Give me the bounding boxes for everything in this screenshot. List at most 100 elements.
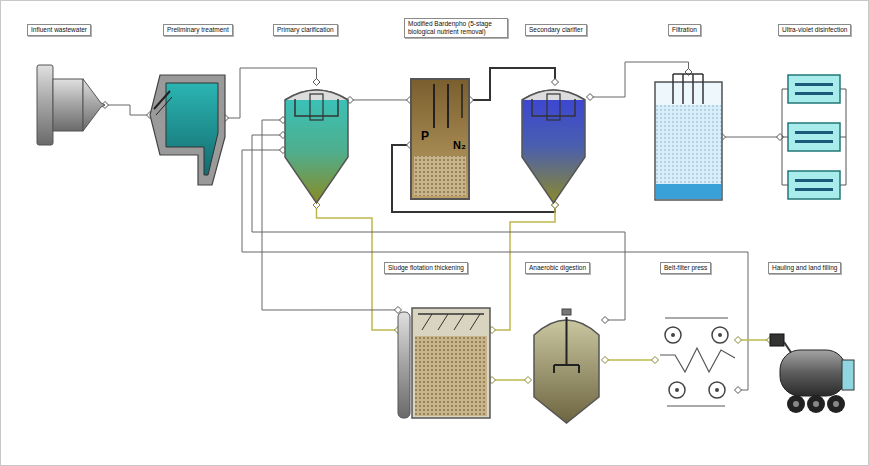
- zone-label: P: [421, 130, 429, 142]
- pipe-line: [350, 99, 410, 100]
- pipe-line: [492, 379, 528, 381]
- pipe-line: [722, 137, 780, 138]
- graphic-part: [566, 317, 568, 365]
- graphic-part: [807, 395, 825, 413]
- unit-illustration: [655, 310, 738, 410]
- graphic-part: [656, 83, 721, 105]
- graphic-part: [418, 313, 484, 315]
- unit-illustration: [398, 300, 492, 420]
- junction-marker: [735, 387, 742, 394]
- pipe-connector: [735, 337, 774, 344]
- graphic-part: [675, 388, 679, 392]
- unit-illustration: [35, 65, 105, 145]
- graphic-part: [285, 90, 348, 100]
- graphic-part: [795, 188, 833, 191]
- unit-illustration: [410, 78, 470, 200]
- graphic-part: [780, 350, 846, 396]
- graphic-part: [150, 75, 225, 185]
- graphic-part: [795, 83, 833, 86]
- graphic-part: [682, 74, 684, 104]
- graphic-part: [547, 94, 560, 120]
- graphic-part: [665, 327, 681, 343]
- graphic-part: [166, 83, 218, 175]
- graphic-part: [660, 348, 735, 372]
- graphic-part: [671, 333, 675, 337]
- junction-marker: [602, 317, 609, 324]
- graphic-part: [788, 171, 840, 199]
- process-unit: Influent wastewater: [35, 65, 105, 145]
- graphic-part: [438, 314, 448, 330]
- graphic-part: [788, 75, 840, 103]
- graphic-part: [833, 401, 839, 407]
- graphic-part: [154, 91, 170, 109]
- graphic-part: [715, 388, 719, 392]
- graphic-part: [310, 94, 323, 120]
- unit-illustration: [770, 320, 855, 420]
- graphic-part: [83, 79, 105, 131]
- pipe-line: [105, 105, 150, 115]
- graphic-part: [461, 84, 463, 118]
- graphic-part: [454, 314, 464, 330]
- graphic-part: [787, 395, 805, 413]
- junction-marker: [587, 94, 594, 101]
- junction-marker: [313, 79, 320, 86]
- graphic-part: [398, 312, 410, 418]
- graphic-part: [433, 84, 435, 128]
- pipe-connector: [719, 134, 784, 141]
- pipe-connector: [347, 96, 414, 103]
- graphic-part: [672, 74, 674, 104]
- pipe-connector: [602, 356, 659, 363]
- stage-heading: Preliminary treatment: [163, 24, 233, 36]
- graphic-part: [554, 364, 579, 366]
- stage-heading: Ultra-violet disinfection: [778, 24, 851, 36]
- stage-heading: Belt-filter press: [660, 262, 711, 274]
- junction-marker: [552, 79, 559, 86]
- pipe-line: [738, 339, 770, 341]
- graphic-part: [793, 401, 799, 407]
- unit-illustration: [520, 82, 590, 205]
- graphic-part: [718, 333, 722, 337]
- unit-illustration: [655, 72, 722, 200]
- graphic-part: [578, 365, 580, 373]
- graphic-part: [795, 140, 833, 143]
- graphic-part: [295, 99, 338, 116]
- process-unit: Primary clarification: [283, 82, 350, 205]
- graphic-part: [553, 365, 555, 373]
- graphic-part: [709, 382, 725, 398]
- graphic-part: [813, 401, 819, 407]
- unit-illustration: [528, 305, 605, 425]
- unit-illustration: [283, 82, 350, 205]
- graphic-part: [656, 184, 721, 199]
- zone-label: N₂: [453, 140, 466, 151]
- process-unit: Preliminary treatment: [150, 75, 225, 185]
- graphic-part: [562, 309, 571, 315]
- graphic-part: [53, 79, 83, 131]
- graphic-part: [522, 90, 585, 100]
- graphic-part: [692, 74, 694, 104]
- graphic-part: [37, 65, 53, 145]
- graphic-part: [285, 90, 348, 203]
- graphic-part: [411, 79, 469, 199]
- process-unit: Belt-filter press: [655, 310, 738, 410]
- graphic-part: [827, 395, 845, 413]
- graphic-part: [447, 84, 449, 128]
- graphic-part: [532, 99, 575, 116]
- graphic-part: [156, 97, 172, 115]
- process-unit: Sludge flotation thickening: [398, 300, 492, 420]
- stage-heading: Sludge flotation thickening: [384, 262, 468, 274]
- unit-illustration: [780, 75, 848, 200]
- graphic-part: [795, 131, 833, 134]
- graphic-part: [702, 74, 704, 104]
- process-unit: Modified Bardenpho (5-stage biological n…: [410, 78, 470, 200]
- process-unit: Hauling and land filling: [770, 320, 855, 420]
- junction-marker: [735, 337, 742, 344]
- unit-illustration: [150, 75, 225, 185]
- graphic-part: [414, 156, 466, 196]
- process-unit: Secondary clarifier: [520, 82, 590, 205]
- junction-marker: [525, 377, 532, 384]
- stage-heading: Influent wastewater: [27, 24, 91, 36]
- graphic-part: [412, 308, 490, 418]
- graphic-part: [667, 406, 725, 407]
- graphic-part: [669, 382, 685, 398]
